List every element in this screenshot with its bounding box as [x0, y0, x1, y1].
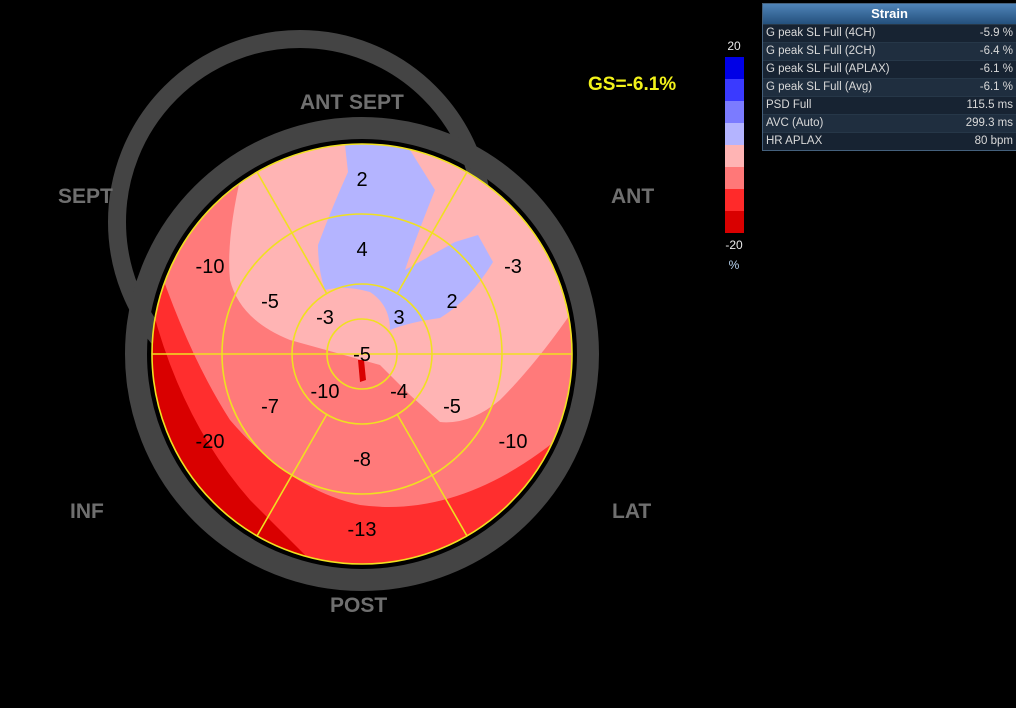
strain-panel-row-value: -5.9 % [979, 27, 1013, 39]
basal-inf-value: -20 [196, 431, 225, 453]
strain-panel-row-label: G peak SL Full (Avg) [766, 81, 873, 93]
strain-panel-row-value: 115.5 ms [966, 99, 1013, 111]
strain-panel-row: G peak SL Full (Avg) -6.1 % [763, 78, 1016, 96]
strain-panel-row-label: G peak SL Full (APLAX) [766, 63, 890, 75]
strain-panel-row-label: PSD Full [766, 99, 812, 111]
wall-label-post: POST [330, 594, 388, 617]
mid-ant-sept-value: 4 [356, 239, 367, 261]
colorbar-swatch [725, 57, 744, 79]
mid-sept-value: -5 [261, 291, 279, 313]
wall-label-ant-sept: ANT SEPT [300, 91, 404, 114]
strain-panel-title: Strain [763, 4, 1016, 24]
apical-inf-value: -10 [311, 381, 340, 403]
colorbar-min-label: -20 [725, 238, 743, 252]
strain-panel-row: G peak SL Full (2CH) -6.4 % [763, 42, 1016, 60]
wall-label-inf: INF [70, 500, 104, 523]
colorbar-swatch [725, 189, 744, 211]
basal-post-value: -13 [348, 519, 377, 541]
colorbar-swatch [725, 123, 744, 145]
wall-label-lat: LAT [612, 500, 652, 523]
basal-ant-value: -3 [504, 256, 522, 278]
strain-results-panel: Strain G peak SL Full (4CH)-5.9 %G peak … [762, 3, 1016, 151]
apical-ant-value: 3 [393, 307, 404, 329]
mid-lat-value: -5 [443, 396, 461, 418]
colorbar-swatch [725, 211, 744, 233]
colorbar-swatch [725, 145, 744, 167]
moderate-strain-region [152, 240, 572, 564]
apical-sept-value: -3 [316, 307, 334, 329]
strain-panel-row-value: -6.1 % [979, 63, 1013, 75]
mid-post-value: -8 [353, 449, 371, 471]
colorbar-swatch [725, 101, 744, 123]
segment-grid [151, 143, 573, 565]
strain-panel-row-label: G peak SL Full (2CH) [766, 45, 876, 57]
segment-values: 2 -3 -10 -13 -20 -10 4 2 -5 -8 -7 -5 3 -… [196, 169, 528, 541]
wall-label-ant: ANT [611, 185, 655, 208]
strain-panel-row-value: -6.4 % [979, 45, 1013, 57]
strain-panel-row: AVC (Auto) 299.3 ms [763, 114, 1016, 132]
strain-panel-row-label: AVC (Auto) [766, 117, 824, 129]
basal-sept-value: -10 [196, 256, 225, 278]
colorbar-unit-label: % [728, 258, 740, 272]
strain-panel-row: G peak SL Full (4CH) -5.9 % [763, 24, 1016, 42]
wall-label-sept: SEPT [58, 185, 113, 208]
strain-panel-row: PSD Full 115.5 ms [763, 96, 1016, 114]
strain-colorbar [725, 57, 744, 233]
basal-lat-value: -10 [499, 431, 528, 453]
apical-lat-value: -4 [390, 381, 408, 403]
strain-panel-row-label: HR APLAX [766, 135, 823, 147]
global-strain-label: GS=-6.1% [588, 74, 677, 95]
strain-panel-row: HR APLAX 80 bpm [763, 132, 1016, 150]
apex-value: -5 [353, 344, 371, 366]
colorbar-max-label: 20 [727, 39, 741, 53]
mid-ant-value: 2 [446, 291, 457, 313]
colorbar-swatch [725, 167, 744, 189]
mid-inf-value: -7 [261, 396, 279, 418]
basal-ant-sept-value: 2 [356, 169, 367, 191]
strain-panel-row-value: 80 bpm [974, 135, 1013, 147]
strain-panel-row-value: -6.1 % [979, 81, 1013, 93]
strain-panel-row-label: G peak SL Full (4CH) [766, 27, 876, 39]
outer-wall-ring [125, 117, 599, 591]
strain-panel-row-value: 299.3 ms [965, 117, 1013, 129]
strain-panel-row: G peak SL Full (APLAX) -6.1 % [763, 60, 1016, 78]
colorbar-swatch [725, 79, 744, 101]
